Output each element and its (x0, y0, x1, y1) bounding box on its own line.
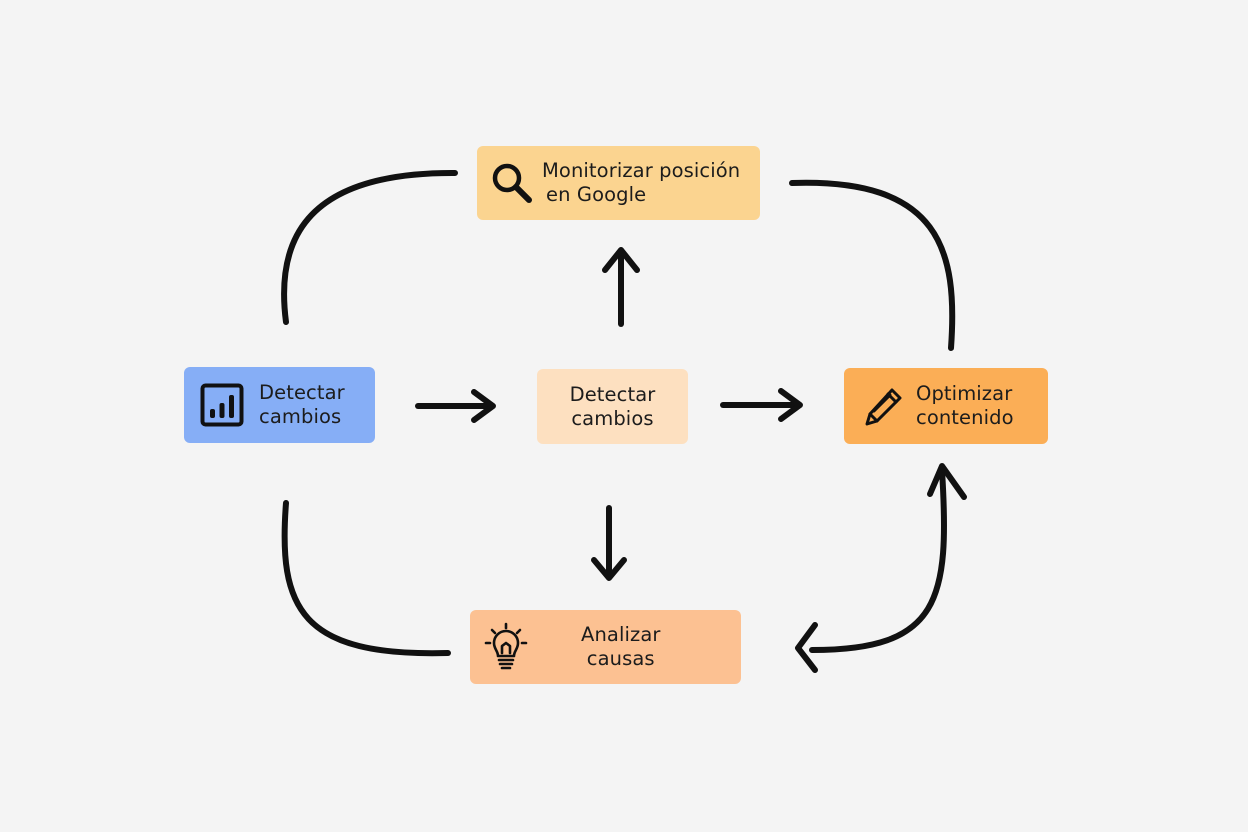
node-label-line1: Detectar (259, 381, 345, 404)
node-detect-changes-center: Detectar cambios (537, 369, 688, 444)
node-label-line1: Optimizar (916, 382, 1013, 405)
node-label-line2: causas (586, 647, 655, 670)
node-label: Detectar cambios (570, 383, 656, 431)
arrow-center-to-monitor (602, 247, 640, 327)
loop-detect-to-analyze (281, 500, 451, 657)
arrow-center-to-analyze (591, 505, 627, 581)
node-detect-changes-primary: Detectar cambios (184, 367, 375, 443)
node-label-line1: Detectar (569, 382, 656, 406)
arrow-center-to-optimize (720, 388, 803, 422)
node-label-line2: cambios (571, 406, 654, 430)
pencil-icon (865, 388, 902, 426)
loop-analyze-to-optimize (795, 463, 967, 673)
lightbulb-icon (484, 622, 528, 670)
arrow-detect-to-center (415, 389, 496, 423)
bar-chart-icon (200, 383, 244, 427)
node-label: Monitorizar posición en Google (542, 159, 740, 207)
node-label-line1: Analizar (581, 623, 661, 646)
node-label: Optimizar contenido (916, 382, 1014, 430)
node-label-line2: contenido (916, 406, 1014, 429)
loop-monitor-to-optimize (789, 179, 956, 351)
node-label-line2: en Google (546, 183, 647, 206)
node-label: Analizar causas (581, 623, 661, 671)
node-optimize-content: Optimizar contenido (844, 368, 1048, 444)
magnifier-icon (492, 163, 532, 203)
loop-detect-to-monitor (281, 169, 458, 325)
node-label-line1: Monitorizar posición (542, 159, 741, 182)
node-label-line2: cambios (259, 405, 342, 428)
node-analyze-causes: Analizar causas (470, 610, 741, 684)
node-label: Detectar cambios (259, 381, 345, 429)
node-monitor-google-position: Monitorizar posición en Google (477, 146, 760, 220)
